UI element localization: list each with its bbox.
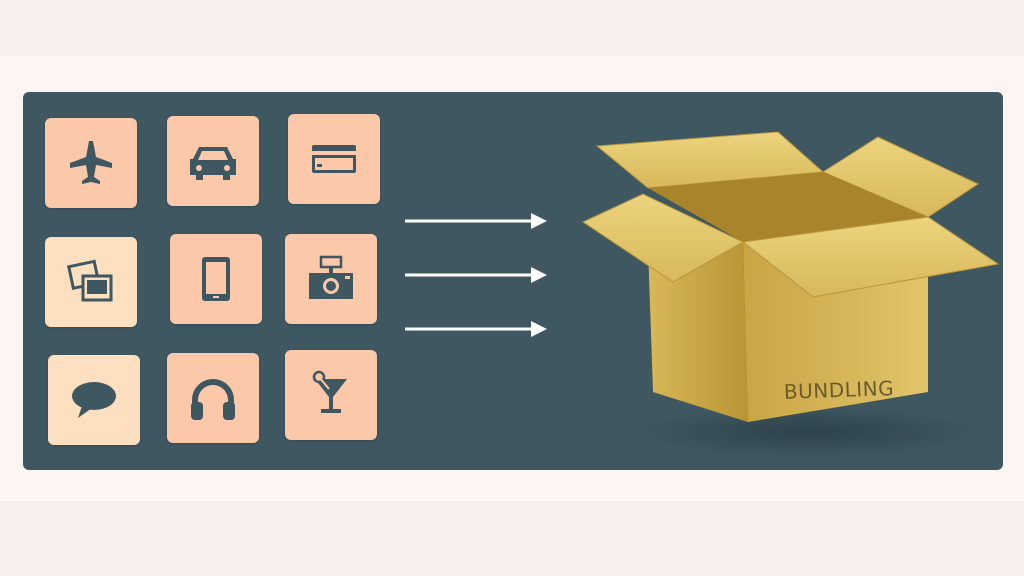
tile-car (167, 116, 259, 206)
arrow-right-icon (405, 213, 547, 229)
open-box-illustration (581, 131, 1000, 458)
arrow-right-icon (405, 321, 547, 337)
tablet-icon (202, 257, 230, 301)
arrow-right-icon (405, 267, 547, 283)
illustration-panel: BUNDLING (23, 92, 1003, 470)
airplane-icon (70, 141, 112, 184)
tile-airplane (45, 118, 137, 208)
tile-headphones (167, 353, 259, 443)
tile-speech-bubble (48, 355, 140, 445)
box-label: BUNDLING (783, 376, 895, 404)
tile-tablet (170, 234, 262, 324)
photos-icon (66, 259, 113, 302)
tile-credit-card (288, 114, 380, 204)
car-icon (190, 147, 236, 180)
tile-cocktail (285, 350, 377, 440)
credit-card-icon (312, 145, 356, 173)
camera-icon (309, 255, 353, 299)
tile-camera (285, 234, 377, 324)
tile-photos (45, 237, 137, 327)
cocktail-icon (312, 370, 347, 413)
speech-bubble-icon (72, 382, 116, 418)
headphones-icon (191, 379, 235, 420)
